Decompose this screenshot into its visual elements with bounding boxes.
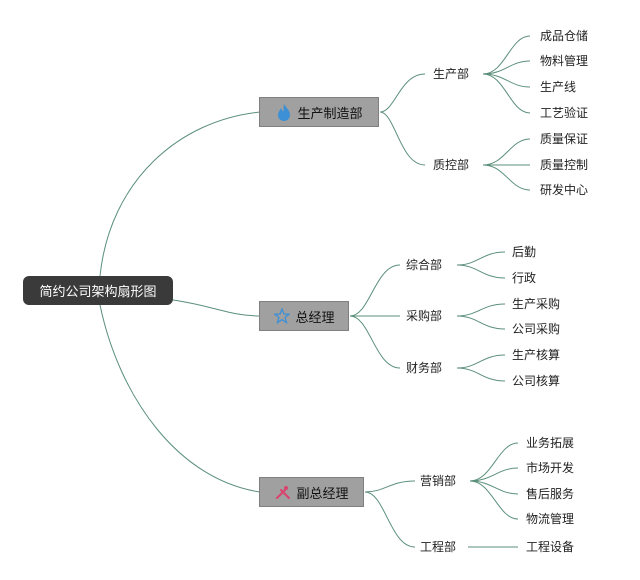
leaf-item[interactable]: 公司采购 xyxy=(512,322,561,336)
dept-general-affairs[interactable]: 综合部 xyxy=(406,258,443,272)
leaf-item[interactable]: 市场开发 xyxy=(526,461,575,475)
leaf-item[interactable]: 工艺验证 xyxy=(540,106,589,120)
dept-purchasing[interactable]: 采购部 xyxy=(406,309,443,323)
dept-finance[interactable]: 财务部 xyxy=(406,361,443,375)
leaf-item[interactable]: 成品仓储 xyxy=(540,29,589,43)
node-label: 副总经理 xyxy=(296,486,349,502)
leaf-item[interactable]: 质量控制 xyxy=(540,158,589,172)
leaf-item[interactable]: 物流管理 xyxy=(526,512,575,526)
node-production-manufacturing[interactable]: 生产制造部 xyxy=(259,97,379,127)
leaf-item[interactable]: 物料管理 xyxy=(540,54,589,68)
leaf-item[interactable]: 公司核算 xyxy=(512,374,561,388)
node-general-manager[interactable]: 总经理 xyxy=(259,301,349,331)
leaf-item[interactable]: 生产线 xyxy=(540,80,577,94)
leaf-item[interactable]: 行政 xyxy=(512,271,537,285)
dept-marketing[interactable]: 营销部 xyxy=(420,474,457,488)
node-label: 总经理 xyxy=(295,310,335,326)
leaf-item[interactable]: 研发中心 xyxy=(540,183,589,197)
dept-quality-control[interactable]: 质控部 xyxy=(433,158,470,172)
star-icon xyxy=(273,307,291,325)
leaf-item[interactable]: 售后服务 xyxy=(526,487,575,501)
dept-production[interactable]: 生产部 xyxy=(433,67,470,81)
tools-icon xyxy=(274,483,292,501)
leaf-item[interactable]: 生产核算 xyxy=(512,348,561,362)
leaf-item[interactable]: 业务拓展 xyxy=(526,436,575,450)
leaf-item[interactable]: 工程设备 xyxy=(526,540,575,554)
node-deputy-general-manager[interactable]: 副总经理 xyxy=(259,477,364,507)
root-node[interactable]: 简约公司架构扇形图 xyxy=(23,276,173,305)
node-label: 生产制造部 xyxy=(297,106,363,122)
leaf-item[interactable]: 后勤 xyxy=(512,245,537,259)
flame-icon xyxy=(275,103,293,121)
dept-engineering[interactable]: 工程部 xyxy=(420,540,457,554)
leaf-item[interactable]: 质量保证 xyxy=(540,132,589,146)
leaf-item[interactable]: 生产采购 xyxy=(512,297,561,311)
